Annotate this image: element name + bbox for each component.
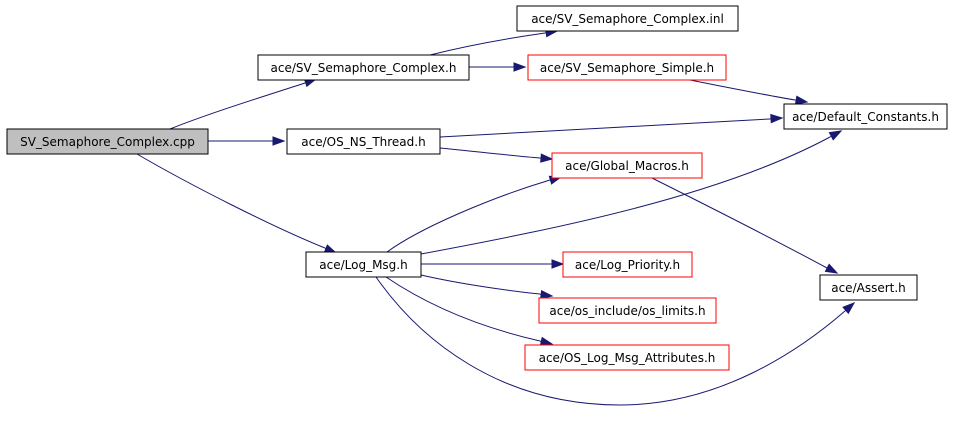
edge-root-to-os-ns-thread-h [208,136,286,146]
edge-line-end [539,293,542,296]
edge-line [439,147,541,159]
edge-log-msg-h-to-assert-h [375,276,856,406]
node-label: ace/Global_Macros.h [565,159,689,173]
edge-sv-complex-h-to-sv-complex-inl [429,28,559,56]
node-label: ace/SV_Semaphore_Complex.h [271,61,457,75]
node-label: ace/Assert.h [831,281,906,295]
edge-line [385,276,541,342]
edge-line [429,32,546,56]
node-label: ace/OS_Log_Msg_Attributes.h [539,351,716,365]
edge-root-to-log-msg-h [136,153,338,254]
node-sv-semaphore-simple-h[interactable]: ace/SV_Semaphore_Simple.h [527,54,727,81]
edge-os-ns-thread-h-to-global-macros-h [439,147,554,163]
node-label: ace/Log_Msg.h [319,258,407,272]
node-log-msg-h[interactable]: ace/Log_Msg.h [305,251,422,278]
arrowhead-icon [540,289,554,300]
edge-log-msg-h-to-global-macros-h [386,175,563,253]
edge-sv-simple-h-to-default-constants-h [689,79,809,105]
edge-line [375,276,846,406]
node-label: ace/OS_NS_Thread.h [301,135,425,149]
node-global-macros-h[interactable]: ace/Global_Macros.h [551,152,703,179]
edge-line [136,153,326,249]
node-default-constants-h[interactable]: ace/Default_Constants.h [783,103,948,130]
edge-log-msg-h-to-log-priority-h [421,259,565,269]
arrowhead-icon [770,113,784,124]
edge-line [651,177,828,269]
arrowhead-icon [272,136,286,146]
node-label: ace/os_include/os_limits.h [549,304,705,318]
node-os-limits-h[interactable]: ace/os_include/os_limits.h [538,297,717,324]
edges-layer [136,28,856,406]
edge-line-end [324,247,327,250]
node-os-log-msg-attributes-h[interactable]: ace/OS_Log_Msg_Attributes.h [524,344,730,371]
arrowhead-icon [539,336,554,346]
edge-log-msg-h-to-default-constants-h [420,130,843,255]
edge-line [169,82,306,130]
edge-line-end [539,340,542,342]
edge-line [439,118,771,138]
edge-line-end [844,309,847,312]
edge-line [386,179,551,253]
arrowhead-icon [513,62,527,72]
arrowhead-icon [828,130,843,141]
node-label: ace/Log_Priority.h [575,258,680,272]
edge-os-ns-thread-h-to-default-constants-h [439,113,784,138]
edge-log-msg-h-to-os-log-msg-attributes-h [385,276,554,346]
edge-line-end [829,135,832,138]
node-log-priority-h[interactable]: ace/Log_Priority.h [562,251,693,278]
edge-line [689,79,796,101]
node-sv-semaphore-complex-inl[interactable]: ace/SV_Semaphore_Complex.inl [516,5,739,32]
edge-global-macros-h-to-assert-h [651,177,839,274]
arrowhead-icon [540,153,554,163]
edge-line [420,136,831,255]
node-label: SV_Semaphore_Complex.cpp [20,135,195,149]
node-sv-semaphore-complex-h[interactable]: ace/SV_Semaphore_Complex.h [257,54,470,81]
edge-root-to-sv-complex-h [169,78,318,130]
arrowhead-icon [824,263,839,274]
node-assert-h[interactable]: ace/Assert.h [819,274,918,301]
node-sv-semaphore-complex-cpp[interactable]: SV_Semaphore_Complex.cpp [6,128,209,155]
edge-line [420,274,541,295]
edge-log-msg-h-to-os-limits-h [420,274,554,300]
node-label: ace/SV_Semaphore_Complex.inl [531,12,724,26]
node-label: ace/Default_Constants.h [792,110,939,124]
arrowhead-icon [551,259,565,269]
edge-sv-complex-h-to-sv-simple-h [469,62,527,72]
node-label: ace/SV_Semaphore_Simple.h [540,61,714,75]
arrowhead-icon [794,95,809,105]
edge-line-end [304,82,306,84]
node-os-ns-thread-h[interactable]: ace/OS_NS_Thread.h [286,128,441,155]
